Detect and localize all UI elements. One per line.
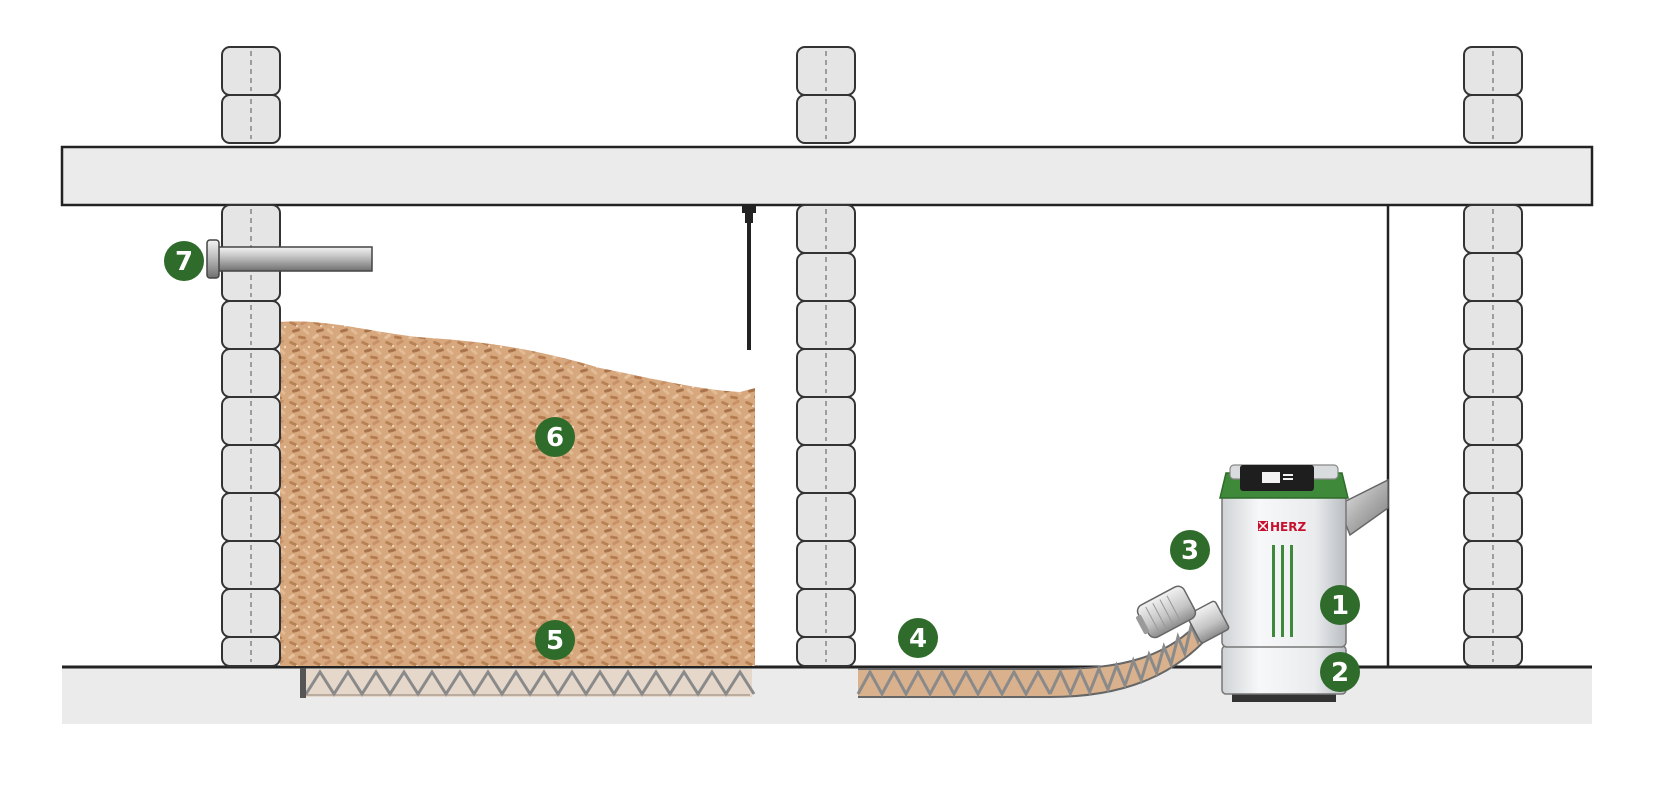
ceiling-slab — [60, 145, 1594, 207]
fill-pipe — [206, 239, 373, 279]
callout-badge-7: 7 — [164, 241, 204, 281]
callout-badge-6: 6 — [535, 417, 575, 457]
auger-motor — [1135, 585, 1230, 644]
callout-badge-3: 3 — [1170, 530, 1210, 570]
ceiling-hanger — [742, 205, 756, 350]
floor-slab — [62, 666, 1592, 724]
svg-text:1: 1 — [1331, 591, 1349, 621]
callout-badge-4: 4 — [898, 618, 938, 658]
store-auger — [300, 668, 756, 698]
trim-line — [1281, 545, 1284, 637]
pellet-pile — [280, 321, 755, 666]
callout-badge-2: 2 — [1320, 652, 1360, 692]
svg-text:6: 6 — [546, 423, 564, 453]
trim-line — [1290, 545, 1293, 637]
callout-badge-1: 1 — [1320, 585, 1360, 625]
svg-text:5: 5 — [546, 626, 564, 656]
svg-text:7: 7 — [175, 247, 193, 277]
callout-badges: 1 2 3 4 5 6 7 — [164, 241, 1360, 692]
svg-text:4: 4 — [909, 624, 927, 654]
callout-badge-5: 5 — [535, 620, 575, 660]
trim-line — [1272, 545, 1275, 637]
pellet-boiler: HERZ — [1219, 464, 1349, 702]
svg-text:3: 3 — [1181, 536, 1199, 566]
brand-logo-text: HERZ — [1270, 520, 1306, 534]
svg-text:2: 2 — [1331, 658, 1349, 688]
